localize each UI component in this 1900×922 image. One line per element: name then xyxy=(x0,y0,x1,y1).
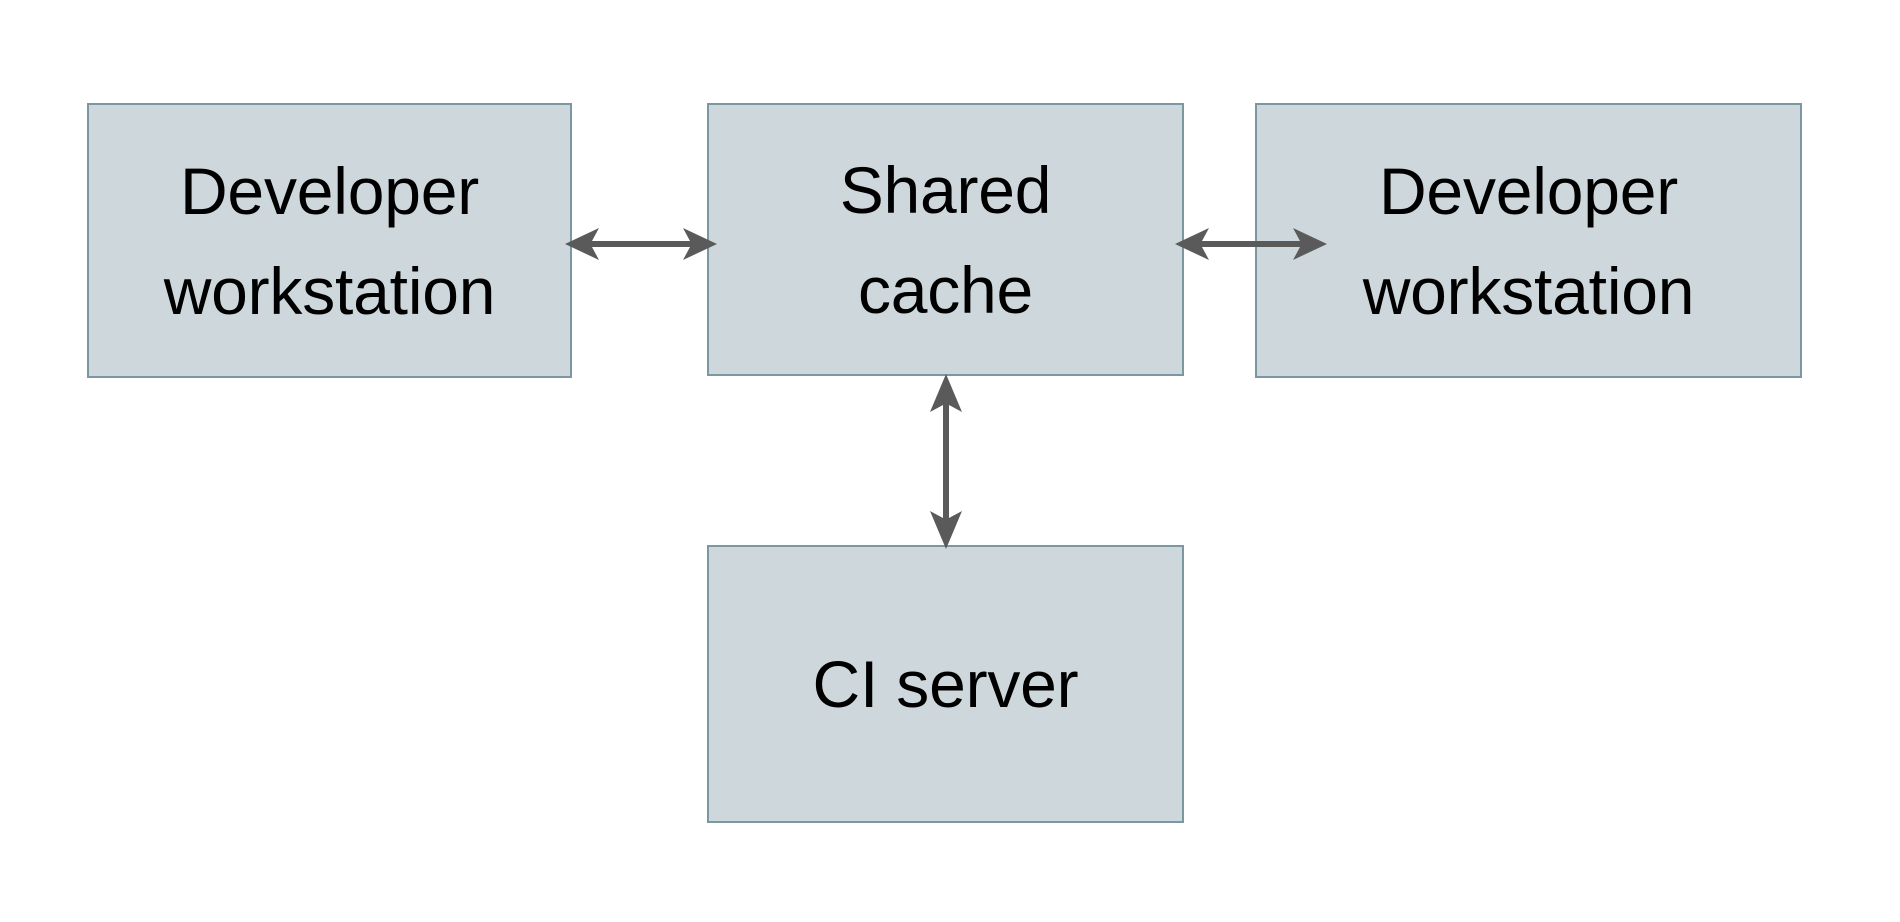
node-label: Developer workstation xyxy=(1362,153,1695,328)
edge-developer-left-to-shared-cache xyxy=(565,226,717,262)
double-arrow-vertical-icon xyxy=(930,374,962,549)
node-developer-workstation-left[interactable]: Developer workstation xyxy=(87,103,572,378)
node-label: Shared cache xyxy=(839,152,1052,327)
double-arrow-horizontal-icon xyxy=(565,228,717,260)
node-label: Developer workstation xyxy=(163,153,496,328)
node-developer-workstation-right[interactable]: Developer workstation xyxy=(1255,103,1802,378)
node-label: CI server xyxy=(812,647,1079,721)
edge-shared-cache-to-ci-server xyxy=(928,374,964,549)
node-ci-server[interactable]: CI server xyxy=(707,545,1184,823)
node-shared-cache[interactable]: Shared cache xyxy=(707,103,1184,376)
